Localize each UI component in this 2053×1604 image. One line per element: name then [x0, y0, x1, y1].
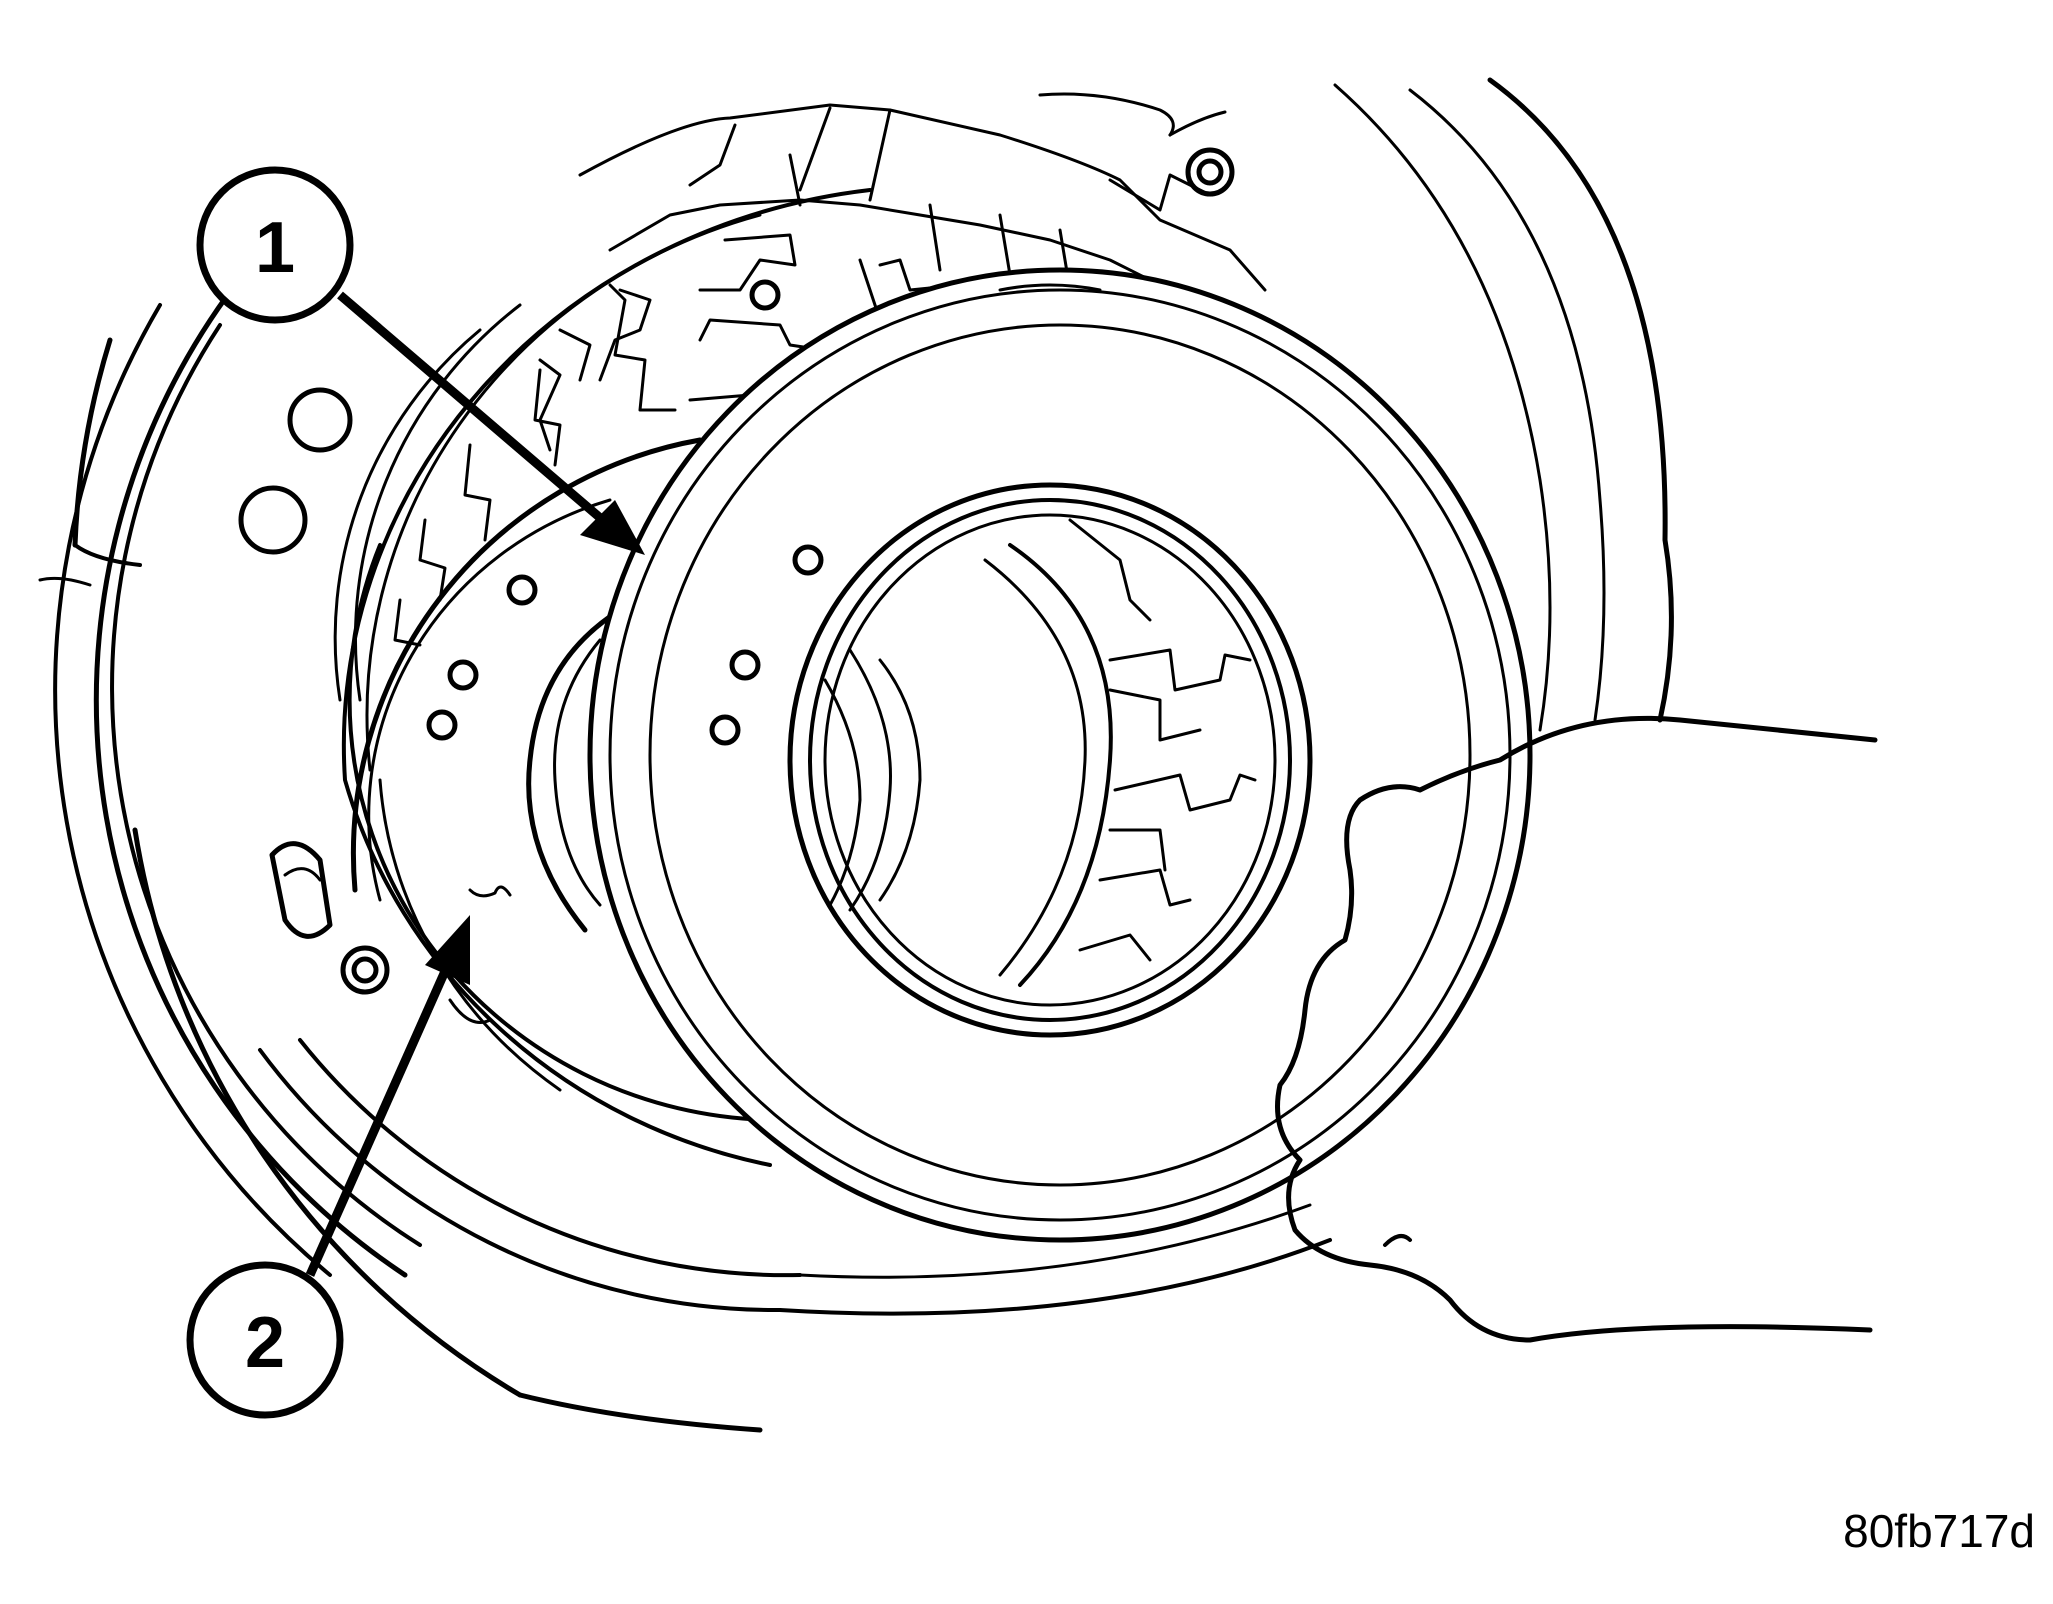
- callout-2-leader: [305, 958, 455, 1277]
- figure-id: 80fb717d: [1843, 1505, 2035, 1557]
- housing-outer-arcs: [38, 282, 1332, 1433]
- housing-right-curves: [1038, 77, 1674, 732]
- hand: [1275, 715, 1878, 1343]
- housing-face-rings: [341, 188, 872, 1167]
- callout-1-number: 1: [255, 208, 295, 288]
- inner-gear-teeth: [333, 283, 812, 702]
- housing-bolt-holes: [238, 147, 1235, 995]
- shell-face-holes: [426, 574, 538, 741]
- bore-interior: [823, 518, 1257, 987]
- callout-2-arrowhead: [425, 915, 470, 985]
- reaction-shell: [350, 437, 703, 933]
- callout-2-circle: [186, 1261, 344, 1419]
- callout-1-arrowhead: [580, 500, 645, 555]
- thrust-washer: [587, 267, 1533, 1243]
- callout-1-circle: [196, 166, 354, 324]
- callout-1: 1: [196, 166, 645, 555]
- callout-2-number: 2: [245, 1303, 285, 1383]
- callout-2: 2: [186, 915, 470, 1419]
- callout-1-leader: [337, 291, 615, 532]
